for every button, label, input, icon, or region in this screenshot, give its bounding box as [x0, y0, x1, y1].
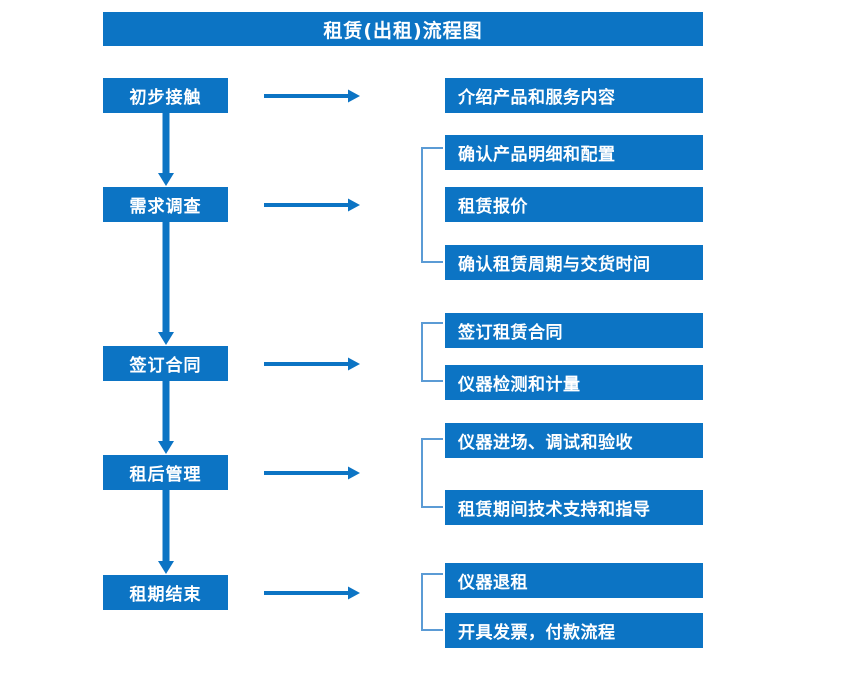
detail-box-sign-rental-contract[interactable]: 签订租赁合同: [445, 313, 703, 348]
detail-box-invoice-payment[interactable]: 开具发票，付款流程: [445, 613, 703, 648]
arrow-contact-to-survey: [158, 113, 174, 186]
arrow-management-to-end: [158, 490, 174, 574]
stage-box-rental-end[interactable]: 租期结束: [103, 575, 228, 610]
arrow-stage-5-to-details: [264, 586, 360, 600]
detail-box-instrument-test[interactable]: 仪器检测和计量: [445, 365, 703, 400]
bracket-group-end: [421, 573, 443, 631]
arrow-contract-to-management: [158, 381, 174, 454]
stage-box-sign-contract[interactable]: 签订合同: [103, 346, 228, 381]
detail-box-rental-quote[interactable]: 租赁报价: [445, 187, 703, 222]
arrow-stage-2-to-details: [264, 198, 360, 212]
arrow-stage-1-to-details: [264, 89, 360, 103]
stage-box-initial-contact[interactable]: 初步接触: [103, 78, 228, 113]
detail-box-instrument-install[interactable]: 仪器进场、调试和验收: [445, 423, 703, 458]
detail-box-confirm-period[interactable]: 确认租赁周期与交货时间: [445, 245, 703, 280]
page-title: 租赁(出租)流程图: [103, 12, 703, 46]
stage-box-demand-survey[interactable]: 需求调查: [103, 187, 228, 222]
bracket-group-survey: [421, 147, 443, 263]
bracket-group-contract: [421, 322, 443, 382]
detail-box-technical-support[interactable]: 租赁期间技术支持和指导: [445, 490, 703, 525]
detail-box-introduce-products[interactable]: 介绍产品和服务内容: [445, 78, 703, 113]
arrow-survey-to-contract: [158, 222, 174, 345]
arrow-stage-4-to-details: [264, 466, 360, 480]
detail-box-instrument-return[interactable]: 仪器退租: [445, 563, 703, 598]
detail-box-confirm-spec[interactable]: 确认产品明细和配置: [445, 135, 703, 170]
arrow-stage-3-to-details: [264, 357, 360, 371]
stage-box-post-rent-mgmt[interactable]: 租后管理: [103, 455, 228, 490]
bracket-group-management: [421, 438, 443, 508]
